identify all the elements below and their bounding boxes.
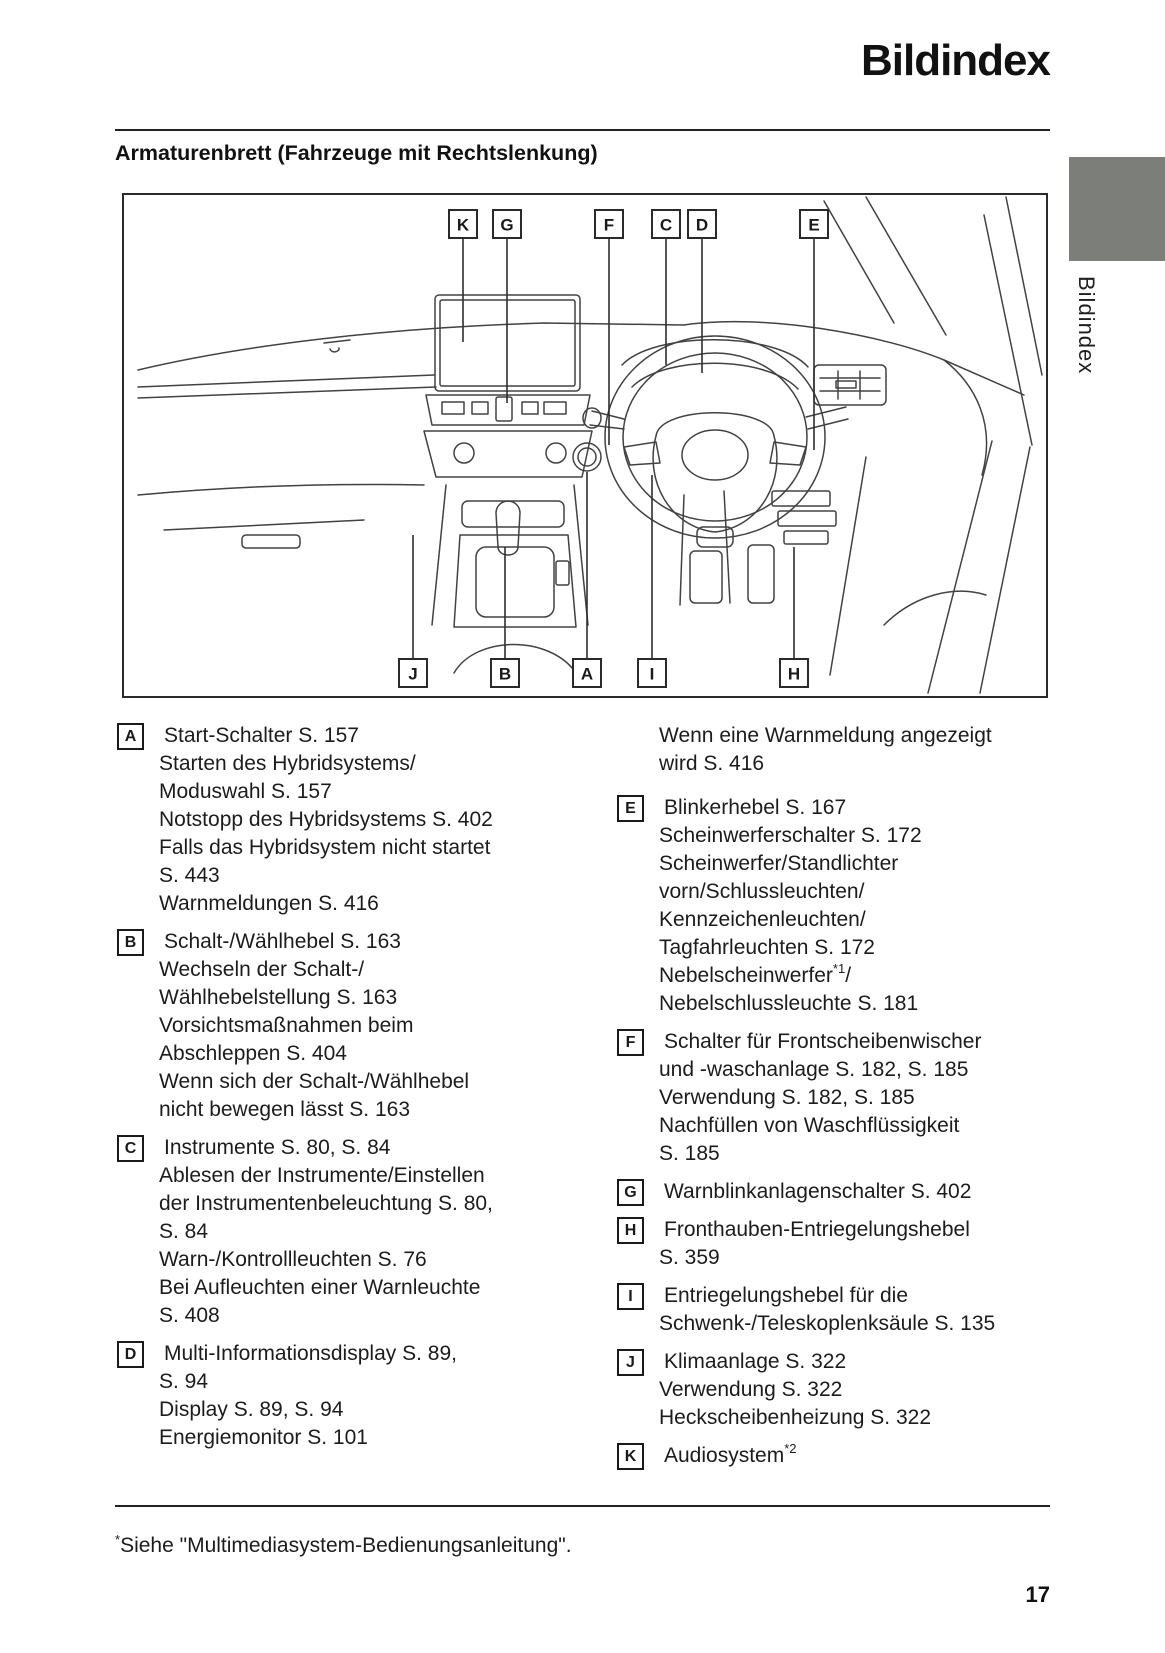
item-letter-badge: J	[617, 1349, 644, 1376]
section-title: Armaturenbrett (Fahrzeuge mit Rechtslenk…	[115, 141, 598, 165]
footer-divider	[115, 1505, 1050, 1508]
index-item-G: G Warnblinkanlagenschalter S. 402	[617, 1178, 1062, 1206]
item-text: Warnblinkanlagenschalter S. 402	[664, 1180, 972, 1203]
figure-label-J: J	[408, 665, 417, 684]
dashboard-line-art	[137, 196, 1043, 694]
item-letter-badge: C	[117, 1135, 144, 1162]
figure-label-box-B	[490, 658, 520, 688]
figure-label-box-F	[594, 209, 624, 239]
item-letter-badge: F	[617, 1029, 644, 1056]
header-divider	[115, 129, 1050, 132]
item-letter-badge: A	[117, 723, 144, 750]
item-letter-badge: I	[617, 1283, 644, 1310]
figure-callout-labels: K G F C D E J B A I H	[398, 209, 829, 688]
item-text: Audiosystem*2	[664, 1441, 797, 1467]
figure-label-box-E	[799, 209, 829, 239]
figure-label-H: H	[788, 665, 800, 684]
figure-label-G: G	[500, 216, 513, 235]
chapter-tab-marker	[1069, 157, 1165, 261]
figure-label-box-C	[651, 209, 681, 239]
figure-label-D: D	[696, 216, 708, 235]
dashboard-figure: K G F C D E J B A I H	[122, 193, 1048, 698]
page-number: 17	[1025, 1582, 1050, 1607]
figure-label-box-D	[687, 209, 717, 239]
footnote-marker: *	[115, 1532, 121, 1547]
item-letter-badge: G	[617, 1179, 644, 1206]
figure-label-C: C	[660, 216, 672, 235]
page-title: Bildindex	[860, 36, 1051, 85]
item-letter-badge: K	[617, 1443, 644, 1470]
item-letter-badge: E	[617, 795, 644, 822]
figure-label-box-K	[448, 209, 478, 239]
item-letter-badge: B	[117, 929, 144, 956]
dashboard-illustration: K G F C D E J B A I H	[137, 196, 1043, 694]
figure-label-box-A	[572, 658, 602, 688]
footnote: *Siehe "Multimediasystem-Bedienungsanlei…	[115, 1532, 572, 1558]
figure-label-A: A	[581, 665, 593, 684]
footnote-text: Siehe "Multimediasystem-Bedienungsanleit…	[120, 1534, 572, 1557]
figure-label-box-J	[398, 658, 428, 688]
figure-label-K: K	[457, 216, 470, 235]
chapter-tab-label: Bildindex	[1074, 276, 1099, 375]
figure-label-F: F	[604, 216, 614, 235]
figure-label-B: B	[499, 665, 511, 684]
item-letter-badge: D	[117, 1341, 144, 1368]
figure-label-box-I	[637, 658, 667, 688]
index-item-K: K Audiosystem*2	[617, 1442, 1062, 1470]
figure-label-box-H	[779, 658, 809, 688]
figure-label-box-G	[492, 209, 522, 239]
item-letter-badge: H	[617, 1217, 644, 1244]
figure-label-E: E	[808, 216, 819, 235]
figure-label-I: I	[650, 665, 655, 684]
